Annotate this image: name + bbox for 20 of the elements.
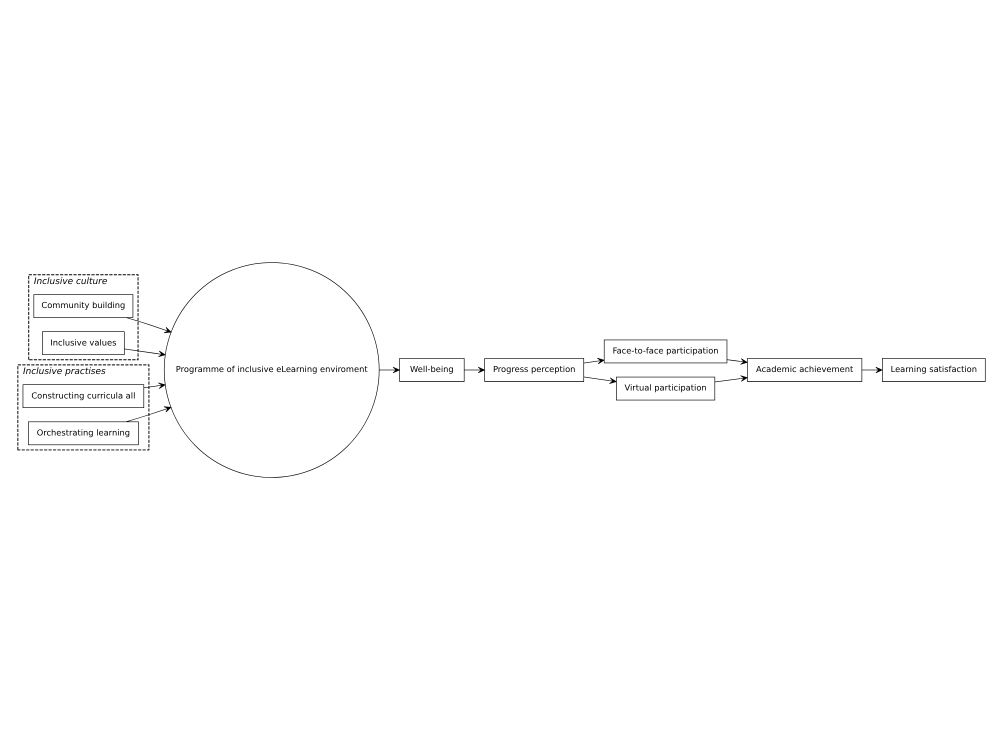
arrow [378, 366, 400, 373]
node-box: Face-to-face participation [604, 339, 728, 363]
arrow [126, 316, 172, 333]
node-box: Learning satisfaction [882, 358, 986, 382]
arrow [714, 374, 748, 382]
arrow [464, 366, 485, 373]
arrow [124, 348, 166, 357]
node-box: Virtual participation [616, 376, 716, 400]
arrow [726, 358, 748, 364]
node-box: Well-being [399, 358, 464, 382]
arrow [862, 366, 883, 373]
node-box: Orchestrating learning [28, 420, 139, 445]
node-box: Inclusive values [42, 330, 125, 354]
node-box: Academic achievement [747, 358, 862, 382]
arrow [144, 382, 166, 388]
node-box: Progress perception [484, 358, 584, 382]
arrow [584, 357, 604, 364]
arrow [584, 376, 617, 384]
node-box: Constructing curricula all [22, 384, 144, 408]
node-box: Community building [34, 294, 134, 318]
